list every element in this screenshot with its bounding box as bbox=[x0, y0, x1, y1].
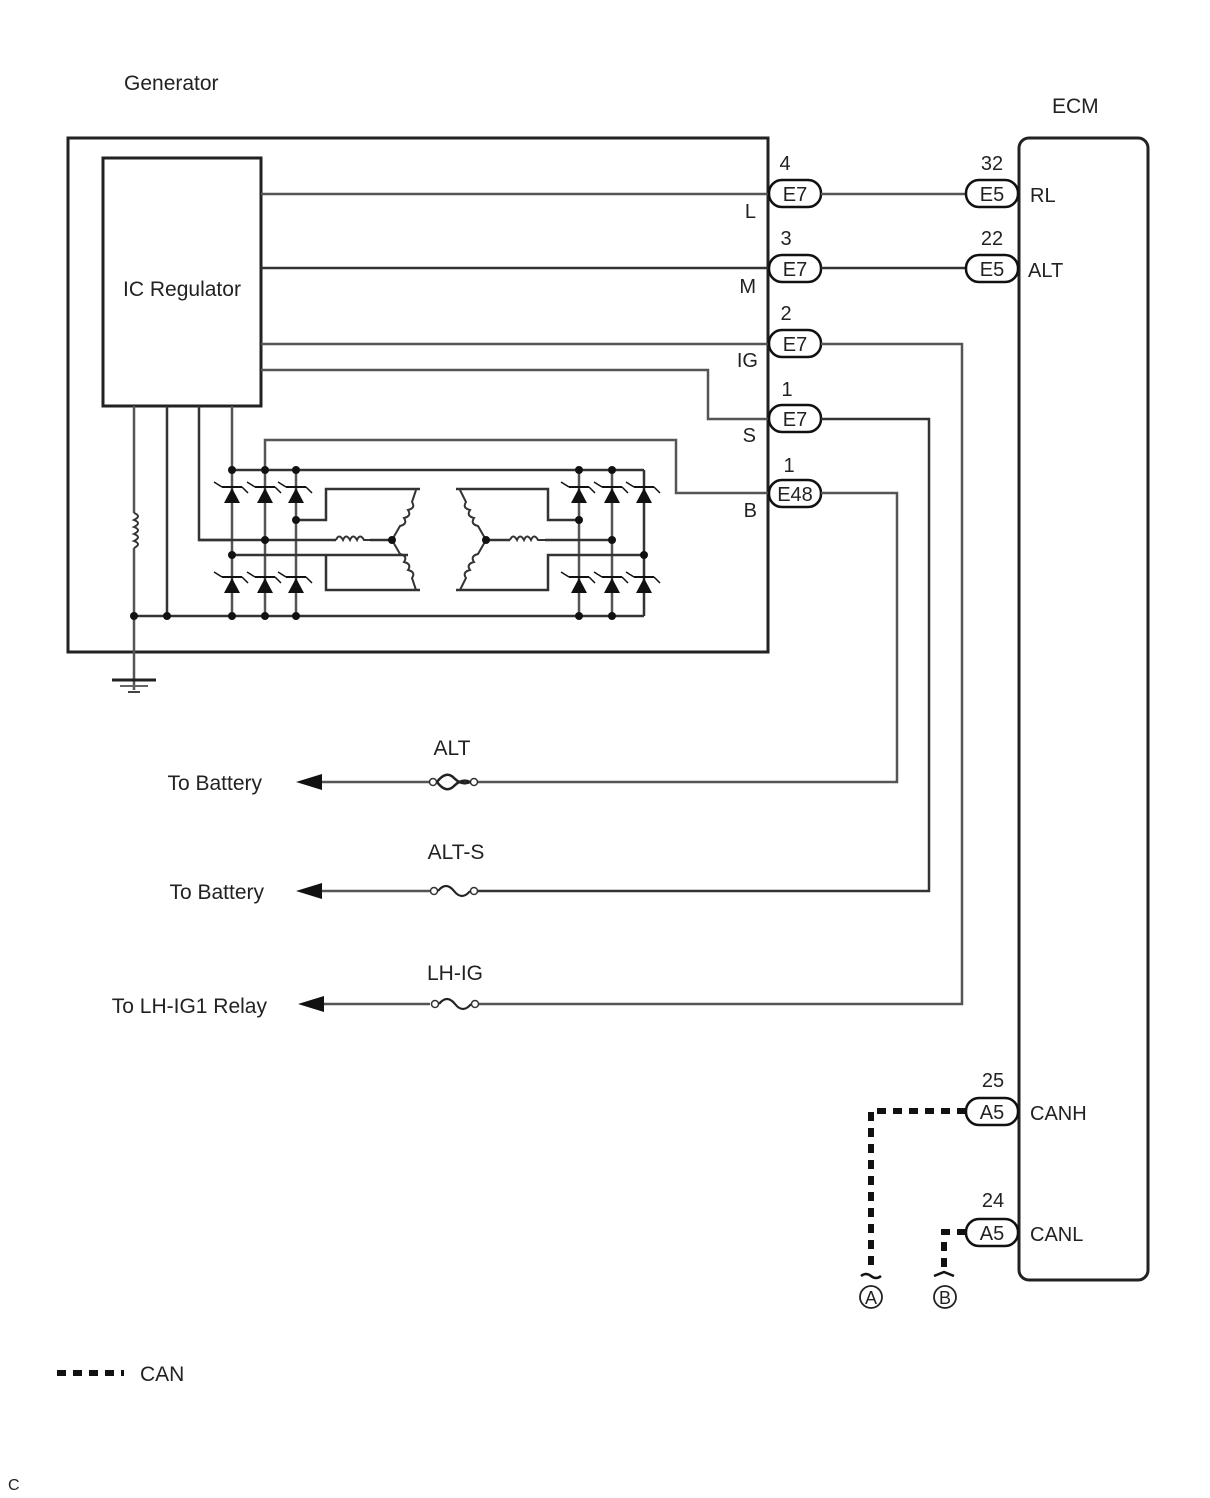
fuse-label: ALT-S bbox=[428, 841, 485, 864]
can-line-CANL bbox=[941, 1229, 966, 1272]
connector-label: E7 bbox=[783, 184, 807, 206]
pin-number: 25 bbox=[982, 1070, 1004, 1092]
legend-can-label: CAN bbox=[140, 1363, 184, 1386]
connector-E7-pin3: 3 E7 bbox=[767, 228, 823, 284]
fuse-destination: To Battery bbox=[167, 772, 262, 795]
fuse-label: LH-IG bbox=[427, 962, 483, 985]
footer-code: C bbox=[8, 1477, 20, 1494]
terminal-label-B: B bbox=[744, 500, 757, 522]
connector-label: E7 bbox=[783, 409, 807, 431]
pin-number: 1 bbox=[781, 379, 792, 401]
ecm-terminal-RL: RL bbox=[1030, 185, 1056, 207]
connector-label: E48 bbox=[777, 484, 813, 506]
connector-E7-pin4: 4 E7 bbox=[767, 153, 823, 209]
fuse-label: ALT bbox=[434, 737, 471, 760]
fuse-ALT-S: ALT-S To Battery bbox=[169, 841, 484, 904]
terminal-label-S: S bbox=[743, 425, 756, 447]
wire-B bbox=[263, 438, 768, 495]
connector-E7-pin2: 2 E7 bbox=[767, 303, 823, 359]
pin-number: 2 bbox=[780, 303, 791, 325]
stator-coil-icon bbox=[391, 489, 417, 541]
arrow-left-icon bbox=[296, 774, 322, 790]
ecm-terminal-CANH: CANH bbox=[1030, 1103, 1087, 1125]
pin-number: 22 bbox=[981, 228, 1003, 250]
pin-number: 24 bbox=[982, 1190, 1004, 1212]
fuse-ALT: ALT To Battery bbox=[167, 737, 479, 795]
connector-E5-pin22: 22 E5 ALT bbox=[964, 228, 1063, 284]
terminal-label-IG: IG bbox=[737, 350, 758, 372]
fuse-destination: To Battery bbox=[169, 881, 264, 904]
connector-label: E7 bbox=[783, 334, 807, 356]
generator-title: Generator bbox=[124, 72, 219, 95]
stator-coil-icon bbox=[391, 539, 417, 591]
field-coil-icon bbox=[131, 512, 139, 549]
connector-A5-pin24: 24 A5 CANL bbox=[964, 1190, 1083, 1248]
generator-box bbox=[66, 136, 770, 654]
terminal-label-L: L bbox=[745, 201, 756, 223]
ic-regulator-box bbox=[101, 156, 263, 408]
diode-icons bbox=[213, 481, 661, 593]
connector-label: A5 bbox=[980, 1223, 1004, 1245]
connector-E48-pin1: 1 E48 bbox=[767, 455, 823, 509]
pin-number: 3 bbox=[780, 228, 791, 250]
wire-S-to-ALT-S bbox=[478, 417, 931, 893]
stator-coil-icon bbox=[335, 535, 370, 543]
can-line-CANH bbox=[868, 1108, 966, 1272]
wire-B-to-ALT bbox=[478, 491, 899, 784]
wire-IG-to-LH-IG bbox=[478, 342, 964, 1006]
ecm-terminal-CANL: CANL bbox=[1030, 1224, 1083, 1246]
ecm-title: ECM bbox=[1052, 95, 1099, 118]
arrow-left-icon bbox=[298, 996, 324, 1012]
wire-S bbox=[261, 368, 768, 421]
pin-number: 4 bbox=[779, 153, 790, 175]
connector-E5-pin32: 32 E5 RL bbox=[964, 153, 1056, 209]
generator-internal-circuit bbox=[130, 406, 661, 690]
ic-regulator-label: IC Regulator bbox=[123, 278, 241, 301]
terminal-label-M: M bbox=[739, 276, 756, 298]
ground-icon bbox=[112, 678, 156, 693]
break-mark-icon bbox=[933, 1270, 955, 1278]
can-ref-A: A bbox=[859, 1285, 883, 1309]
ecm-box bbox=[1017, 136, 1150, 1282]
stator-coil-icon bbox=[509, 535, 545, 543]
fuse-destination: To LH-IG1 Relay bbox=[112, 995, 268, 1018]
connector-label: A5 bbox=[980, 1102, 1004, 1124]
break-mark-icon bbox=[860, 1272, 882, 1280]
connector-E7-pin1: 1 E7 bbox=[767, 379, 823, 434]
connector-A5-pin25: 25 A5 CANH bbox=[964, 1070, 1087, 1127]
pin-number: 1 bbox=[783, 455, 794, 477]
connector-label: E5 bbox=[980, 259, 1004, 281]
can-ref-B: B bbox=[933, 1285, 957, 1309]
ecm-terminal-ALT: ALT bbox=[1028, 260, 1063, 282]
arrow-left-icon bbox=[296, 883, 322, 899]
ref-label: B bbox=[939, 1288, 951, 1308]
ref-label: A bbox=[865, 1288, 877, 1308]
fuse-LH-IG: LH-IG To LH-IG1 Relay bbox=[112, 962, 483, 1018]
stator-coil-icon bbox=[459, 539, 487, 591]
connector-label: E7 bbox=[783, 259, 807, 281]
pin-number: 32 bbox=[981, 153, 1003, 175]
stator-coil-icon bbox=[459, 489, 487, 541]
connector-label: E5 bbox=[980, 184, 1004, 206]
